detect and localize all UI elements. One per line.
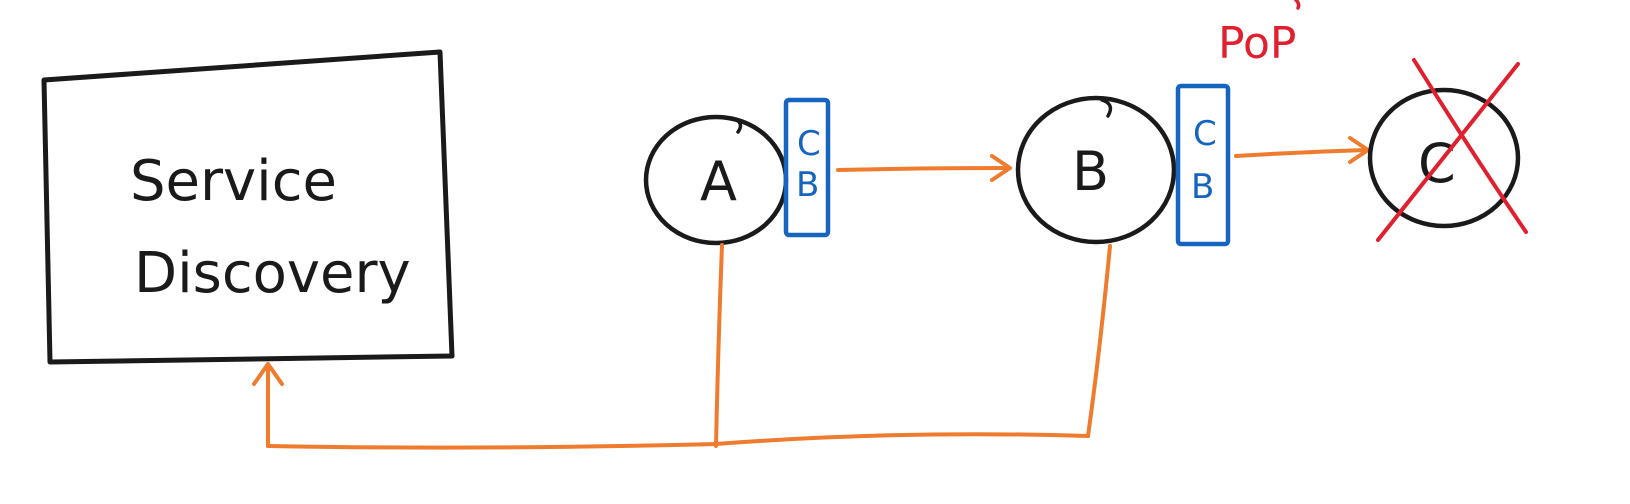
service-discovery-label-line2: Discovery — [134, 241, 411, 306]
pop-annotation: PoP — [1218, 0, 1301, 69]
pop-annotation-text: PoP — [1218, 18, 1296, 69]
service-discovery-box: Service Discovery — [41, 49, 455, 365]
service-discovery-label-line1: Service — [130, 149, 337, 214]
arrow-to-service-discovery — [252, 362, 284, 386]
node-b-cache: C B — [1175, 83, 1231, 247]
arrow-a-to-b — [836, 154, 1012, 182]
node-a: A — [643, 114, 789, 246]
node-b-cache-top: C — [1193, 114, 1217, 154]
cross-out-mark — [1376, 58, 1528, 242]
node-a-cache-top: C — [797, 124, 821, 164]
node-b-cache-bottom: B — [1191, 167, 1214, 207]
node-c: C — [1367, 58, 1528, 242]
node-a-cache: C B — [783, 97, 831, 238]
registration-connectors — [266, 243, 1112, 450]
node-a-cache-bottom: B — [796, 165, 819, 205]
node-a-label: A — [700, 150, 737, 213]
arrow-b-to-c — [1234, 136, 1370, 164]
node-b: B — [1015, 95, 1177, 245]
node-b-label: B — [1072, 140, 1109, 203]
